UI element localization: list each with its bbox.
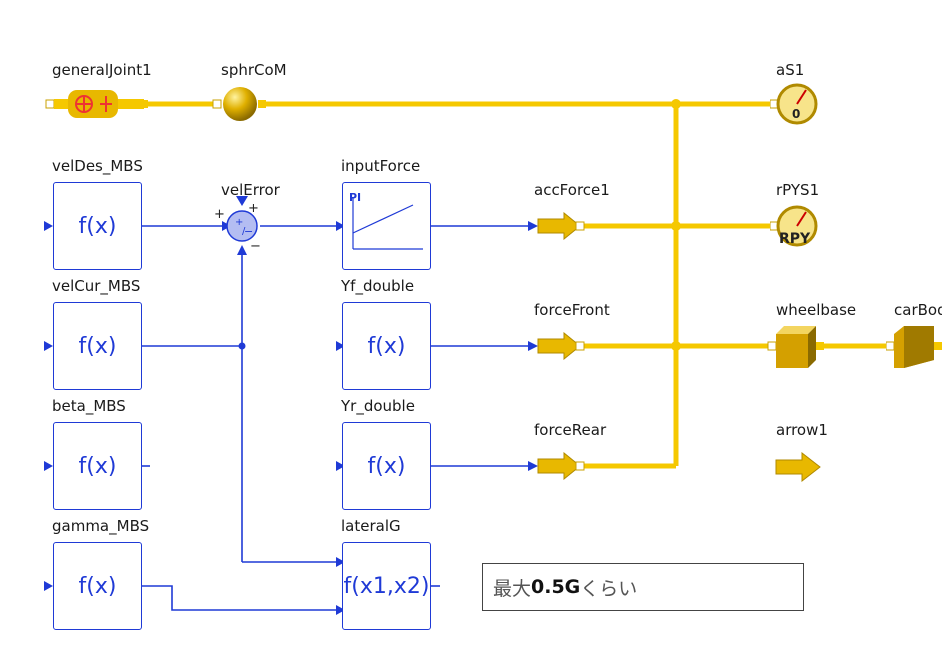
block-inputforce-pi[interactable]: PI bbox=[342, 182, 431, 270]
label-yfdouble: Yf_double bbox=[341, 277, 415, 295]
sum-block-icon[interactable]: + / − bbox=[224, 209, 260, 245]
block-yf-double[interactable]: f(x) bbox=[342, 302, 431, 390]
block-expression: f(x) bbox=[78, 213, 117, 239]
label-lateralg: lateralG bbox=[341, 517, 401, 535]
signal-junction-dot bbox=[238, 342, 246, 350]
arrowhead bbox=[528, 221, 538, 231]
block-velcur[interactable]: f(x) bbox=[53, 302, 142, 390]
gauge-icon[interactable]: 0 bbox=[770, 82, 820, 128]
pi-label: PI bbox=[349, 191, 362, 204]
junction-dot bbox=[671, 341, 681, 351]
rpy-gauge-icon[interactable]: RPY bbox=[770, 204, 822, 250]
label-arrow1: arrow1 bbox=[776, 421, 828, 439]
label-gamma: gamma_MBS bbox=[52, 517, 150, 535]
svg-text:+: + bbox=[248, 204, 259, 216]
label-as1: aS1 bbox=[776, 61, 805, 79]
label-carbody: carBod bbox=[894, 301, 942, 319]
arrowhead bbox=[528, 461, 538, 471]
joint-icon[interactable] bbox=[44, 86, 148, 122]
block-expression: f(x) bbox=[78, 453, 117, 479]
arrow-icon[interactable] bbox=[774, 452, 822, 482]
box-icon[interactable] bbox=[766, 324, 826, 370]
arrowhead bbox=[336, 341, 345, 351]
note-prefix: 最大 bbox=[493, 577, 532, 600]
label-velcur: velCur_MBS bbox=[52, 277, 141, 295]
block-yr-double[interactable]: f(x) bbox=[342, 422, 431, 510]
note-suffix: くらい bbox=[580, 577, 638, 600]
label-accforce1: accForce1 bbox=[534, 181, 610, 199]
gauge-label: RPY bbox=[779, 231, 811, 247]
block-veldes[interactable]: f(x) bbox=[53, 182, 142, 270]
svg-text:+: + bbox=[214, 207, 225, 222]
mechanical-connections bbox=[145, 101, 890, 469]
arrowhead bbox=[336, 557, 345, 567]
label-sphrcom: sphrCoM bbox=[221, 61, 287, 79]
input-port bbox=[44, 461, 53, 471]
label-forcefront: forceFront bbox=[534, 301, 610, 319]
input-port bbox=[44, 581, 53, 591]
arrowhead bbox=[336, 221, 345, 231]
input-port bbox=[44, 221, 53, 231]
block-gamma[interactable]: f(x) bbox=[53, 542, 142, 630]
mechanical-junctions bbox=[671, 99, 681, 351]
label-wheelbase: wheelbase bbox=[776, 301, 857, 319]
label-forcerear: forceRear bbox=[534, 421, 607, 439]
label-velerror: velError bbox=[221, 181, 280, 199]
signal-connections bbox=[142, 225, 530, 611]
label-veldes: velDes_MBS bbox=[52, 157, 143, 175]
svg-text:−: − bbox=[250, 239, 261, 254]
arrowhead bbox=[336, 605, 345, 615]
junction-dot bbox=[671, 99, 681, 109]
block-expression: f(x) bbox=[78, 333, 117, 359]
arrowhead bbox=[528, 341, 538, 351]
svg-text:/: / bbox=[242, 226, 246, 237]
note-value: 0.5G bbox=[531, 576, 581, 598]
label-inputforce: inputForce bbox=[341, 157, 421, 175]
block-expression: f(x) bbox=[78, 573, 117, 599]
sphere-icon[interactable] bbox=[210, 86, 268, 124]
input-port bbox=[236, 196, 248, 206]
force-arrow-icon[interactable] bbox=[536, 332, 586, 360]
label-generaljoint1: generalJoint1 bbox=[52, 61, 152, 79]
svg-text:−: − bbox=[244, 225, 253, 238]
sum-signs: + + − bbox=[214, 204, 261, 254]
arrowhead bbox=[336, 461, 345, 471]
label-beta: beta_MBS bbox=[52, 397, 126, 415]
svg-text:+: + bbox=[235, 217, 243, 228]
signal-gamma-lateralg bbox=[142, 585, 336, 611]
junction-dot bbox=[671, 221, 681, 231]
label-rpys1: rPYS1 bbox=[776, 181, 820, 199]
block-expression: f(x) bbox=[367, 453, 406, 479]
input-port bbox=[44, 341, 53, 351]
block-beta[interactable]: f(x) bbox=[53, 422, 142, 510]
pi-graph-icon bbox=[352, 197, 423, 250]
arrowhead bbox=[237, 245, 247, 255]
force-arrow-icon[interactable] bbox=[536, 452, 586, 480]
signal-arrowheads bbox=[44, 196, 538, 615]
body-icon[interactable] bbox=[886, 324, 942, 370]
block-expression: f(x) bbox=[367, 333, 406, 359]
block-lateralg[interactable]: f(x1,x2) bbox=[342, 542, 431, 630]
gauge-value: 0 bbox=[792, 107, 800, 121]
force-arrow-icon[interactable] bbox=[536, 212, 586, 240]
label-yrdouble: Yr_double bbox=[341, 397, 415, 415]
block-expression: f(x1,x2) bbox=[343, 573, 430, 599]
